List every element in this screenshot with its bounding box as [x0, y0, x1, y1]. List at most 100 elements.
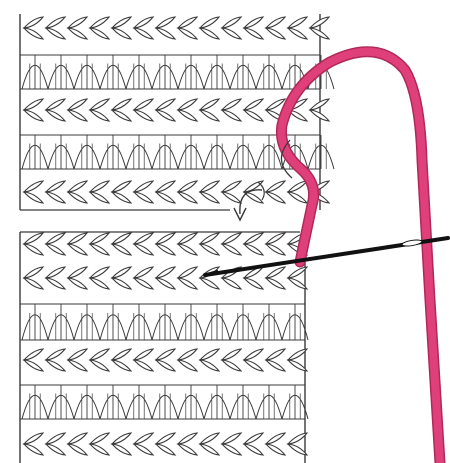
knit-stitch-leaf — [178, 360, 197, 371]
knit-stitch-leaf — [266, 192, 285, 203]
knit-stitch-leaf — [266, 244, 285, 255]
knit-stitch-leaf — [222, 233, 241, 244]
knit-stitch-leaf — [90, 244, 109, 255]
tapestry-needle-icon — [205, 238, 448, 275]
knit-stitch-leaf — [24, 110, 43, 121]
knit-stitch-leaf — [134, 278, 153, 289]
knit-stitch-leaf — [24, 181, 43, 192]
knit-stitch-leaf — [266, 181, 285, 192]
knit-stitch-leaf — [68, 444, 87, 455]
knit-stitch-leaf — [46, 99, 65, 110]
knit-stitch-leaf — [46, 360, 65, 371]
knit-stitch-leaf — [200, 278, 219, 289]
knit-stitch-leaf — [288, 181, 307, 192]
knit-stitch-leaf — [156, 181, 175, 192]
knit-stitch-leaf — [156, 233, 175, 244]
knit-stitch-leaf — [46, 444, 65, 455]
knit-stitch-leaf — [266, 444, 285, 455]
knit-stitch-leaf — [244, 444, 263, 455]
knit-stitch-leaf — [222, 99, 241, 110]
knit-stitch-leaf — [46, 278, 65, 289]
knit-stitch-leaf — [200, 244, 219, 255]
knit-stitch-leaf — [68, 17, 87, 28]
knit-stitch-leaf — [46, 28, 65, 39]
knit-stitch-leaf — [222, 444, 241, 455]
knit-stitch-leaf — [90, 110, 109, 121]
knit-stitch-leaf — [24, 349, 43, 360]
knit-stitch-leaf — [178, 444, 197, 455]
knit-stitch-leaf — [200, 181, 219, 192]
knit-stitch-leaf — [112, 244, 131, 255]
knit-stitch-leaf — [134, 244, 153, 255]
knit-stitch-leaf — [68, 181, 87, 192]
knit-stitch-leaf — [90, 181, 109, 192]
knit-stitch-leaf — [68, 433, 87, 444]
knit-stitch-leaf — [222, 110, 241, 121]
knit-stitch-leaf — [24, 267, 43, 278]
knit-stitch-leaf — [200, 110, 219, 121]
knit-stitch-leaf — [244, 349, 263, 360]
knit-stitch-leaf — [288, 28, 307, 39]
knit-stitch-leaf — [134, 110, 153, 121]
knit-stitch-leaf — [244, 28, 263, 39]
knit-stitch-leaf — [244, 433, 263, 444]
knit-stitch-leaf — [90, 444, 109, 455]
knit-stitch-leaf — [178, 192, 197, 203]
knit-stitch-leaf — [266, 17, 285, 28]
knit-stitch-leaf — [178, 267, 197, 278]
knit-stitch-leaf — [90, 17, 109, 28]
knit-stitch-leaf — [266, 433, 285, 444]
knit-stitch-leaf — [156, 360, 175, 371]
knit-stitch-leaf — [178, 244, 197, 255]
knit-stitch-leaf — [112, 433, 131, 444]
knit-stitch-leaf — [156, 278, 175, 289]
knit-stitch-leaf — [134, 17, 153, 28]
knit-stitch-leaf — [244, 360, 263, 371]
knit-stitch-leaf — [134, 360, 153, 371]
knit-stitch-leaf — [244, 110, 263, 121]
knit-stitch-leaf — [288, 360, 307, 371]
knit-stitch-leaf — [24, 192, 43, 203]
knit-stitch-leaf — [68, 244, 87, 255]
knit-stitch-leaf — [200, 28, 219, 39]
knit-stitch-leaf — [46, 267, 65, 278]
knit-stitch-leaf — [288, 17, 307, 28]
knit-stitch-leaf — [156, 244, 175, 255]
knit-stitch-leaf — [112, 17, 131, 28]
knit-stitch-leaf — [178, 433, 197, 444]
knit-stitch-leaf — [46, 181, 65, 192]
knit-stitch-leaf — [112, 267, 131, 278]
knit-stitch-leaf — [266, 267, 285, 278]
knit-stitch-leaf — [112, 181, 131, 192]
knit-stitch-leaf — [134, 433, 153, 444]
knit-stitch-leaf — [134, 349, 153, 360]
knit-stitch-leaf — [134, 233, 153, 244]
knit-stitch-leaf — [90, 349, 109, 360]
knit-stitch-leaf — [112, 192, 131, 203]
knit-stitch-leaf — [178, 17, 197, 28]
knit-stitch-leaf — [200, 233, 219, 244]
knit-stitch-leaf — [156, 28, 175, 39]
knit-stitch-leaf — [46, 17, 65, 28]
knit-stitch-leaf — [222, 181, 241, 192]
knit-stitch-leaf — [68, 110, 87, 121]
knit-stitch-leaf — [134, 28, 153, 39]
knit-stitch-leaf — [68, 99, 87, 110]
knit-stitch-leaf — [200, 17, 219, 28]
knit-stitch-leaf — [46, 110, 65, 121]
knit-stitch-leaf — [112, 28, 131, 39]
knit-stitch-leaf — [244, 17, 263, 28]
knit-stitch-leaf — [244, 244, 263, 255]
knit-stitch-leaf — [68, 278, 87, 289]
knit-stitch-leaf — [288, 278, 307, 289]
knit-stitch-leaf — [134, 181, 153, 192]
knit-stitch-leaf — [200, 99, 219, 110]
knit-stitch-leaf — [68, 267, 87, 278]
knit-stitch-leaf — [266, 28, 285, 39]
knit-stitch-leaf — [156, 17, 175, 28]
knit-stitch-leaf — [178, 349, 197, 360]
knit-stitch-leaf — [68, 233, 87, 244]
knit-stitch-leaf — [90, 360, 109, 371]
knit-stitch-leaf — [222, 360, 241, 371]
knit-stitch-leaf — [68, 28, 87, 39]
